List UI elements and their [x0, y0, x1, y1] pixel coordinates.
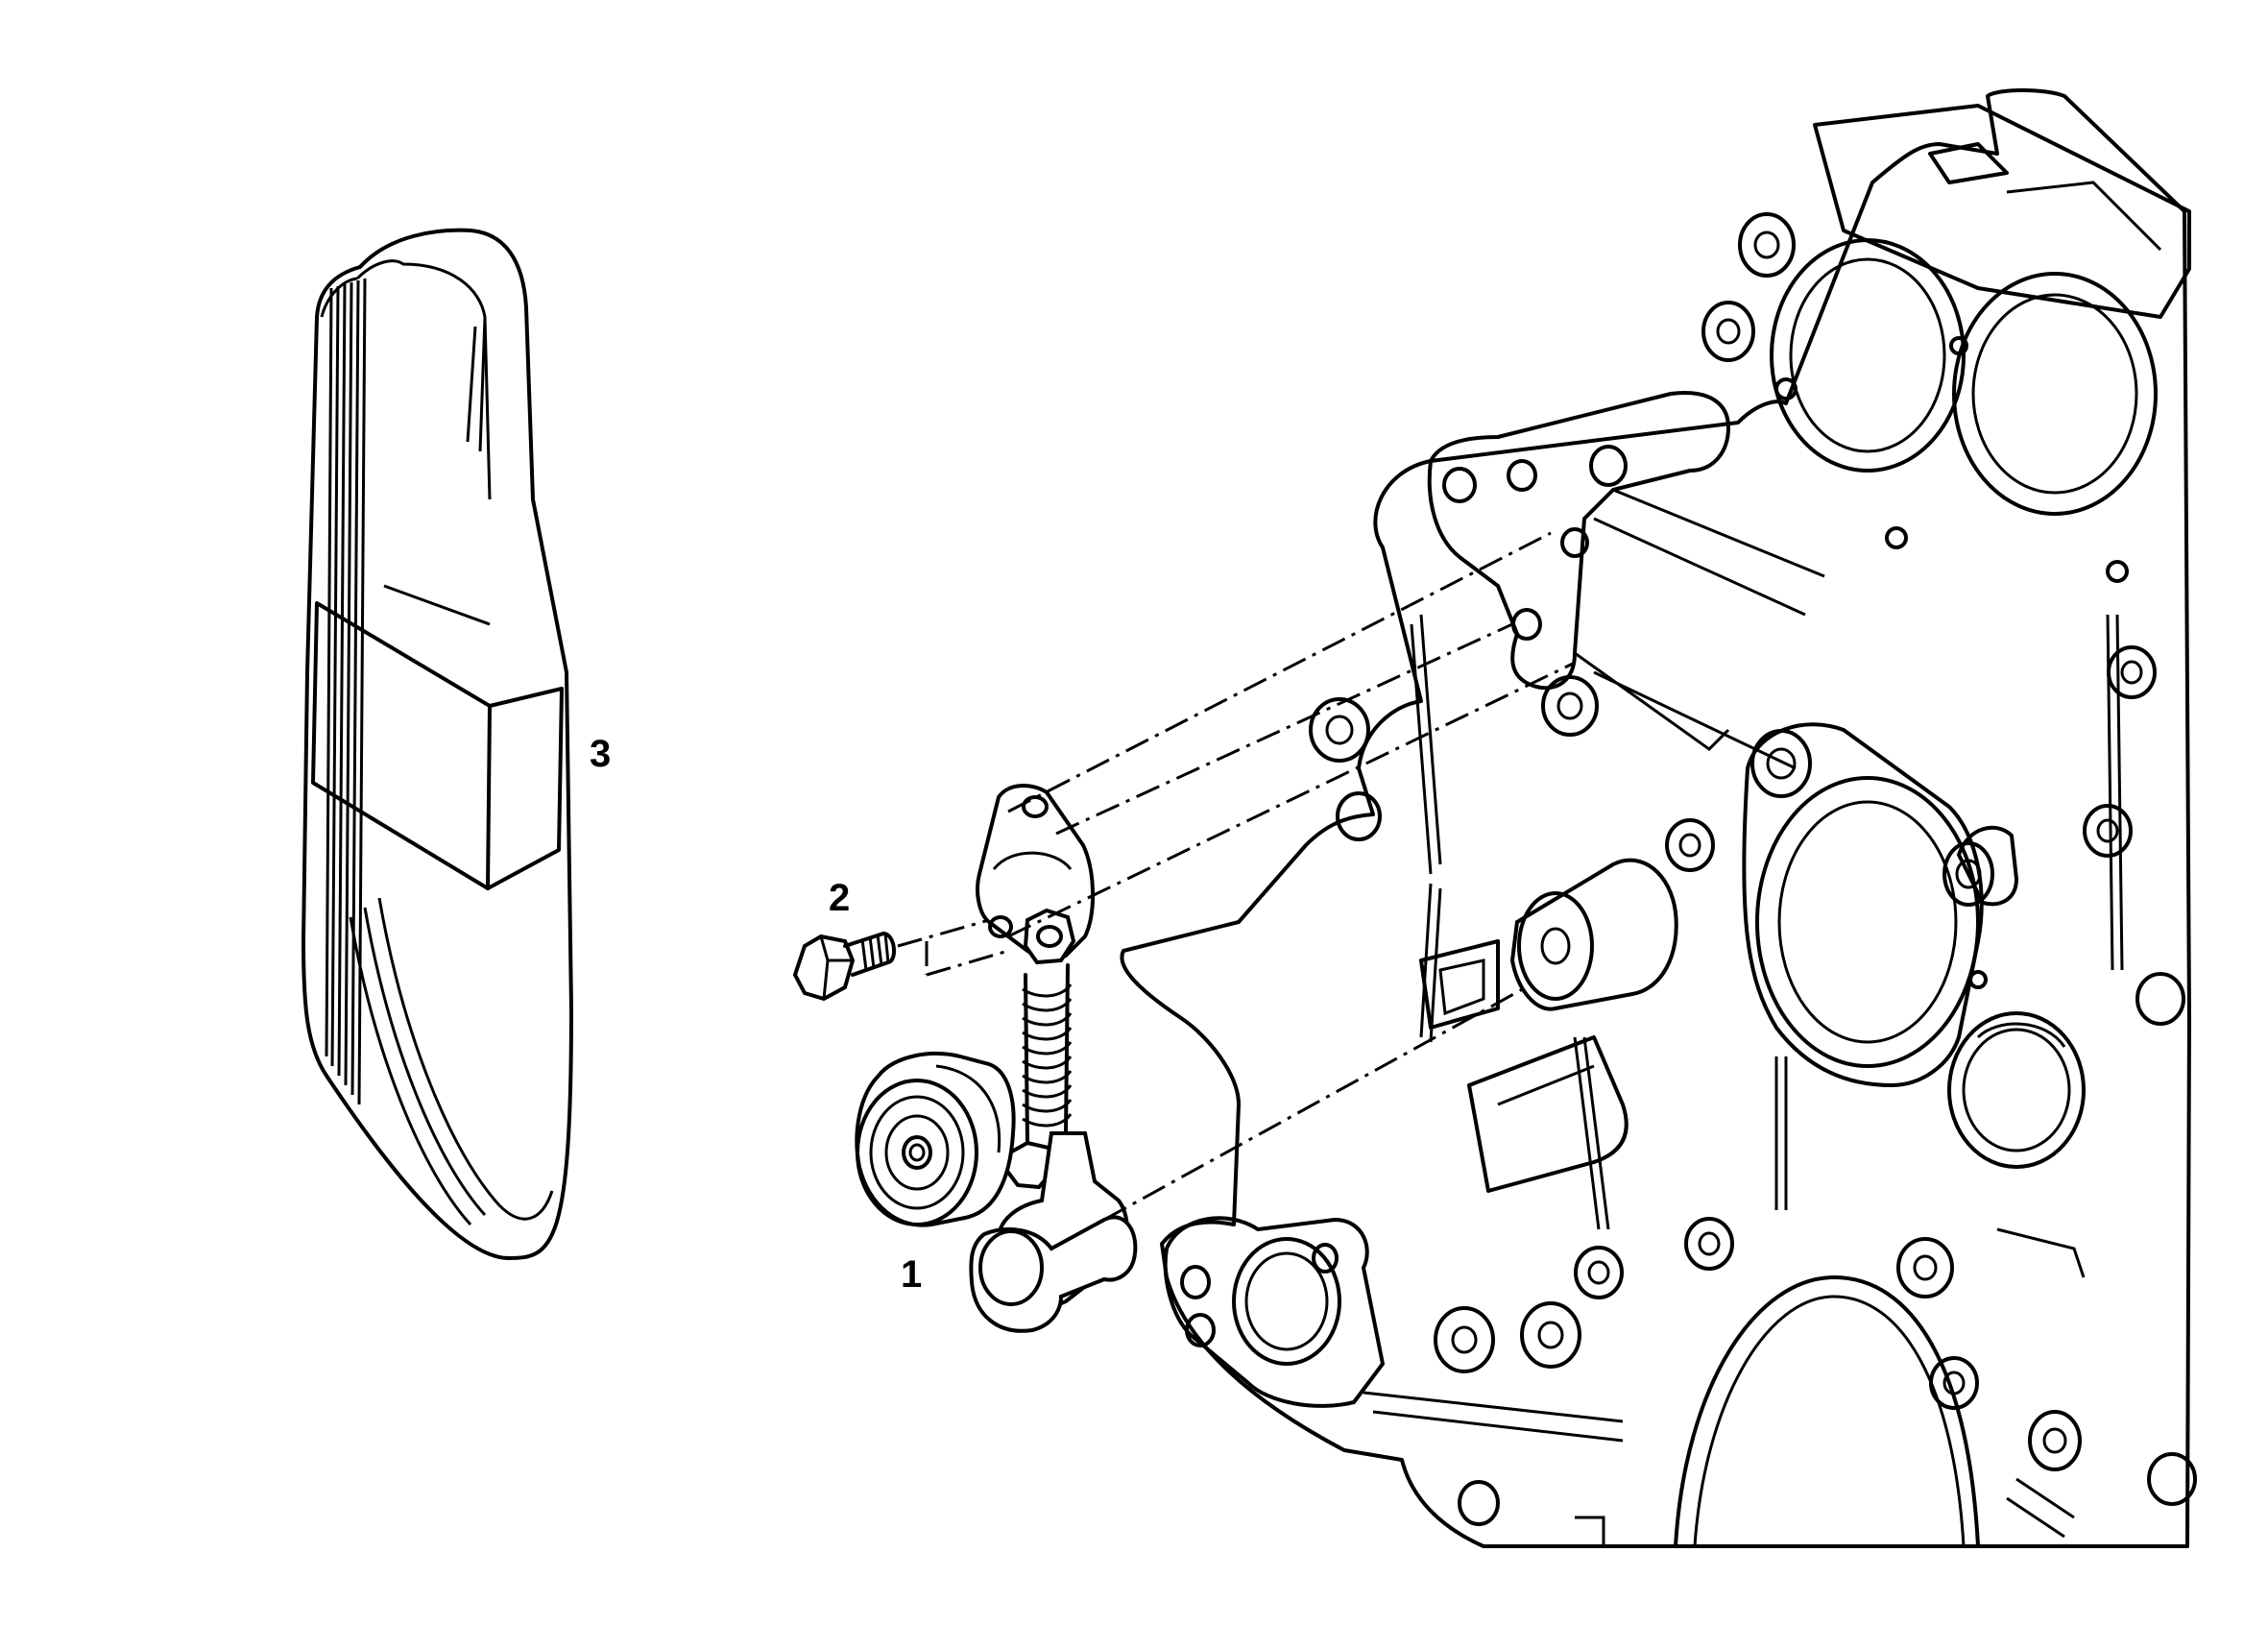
poly-v-belt	[302, 228, 573, 1260]
tensioner-spring	[1022, 963, 1073, 1145]
belt-tensioner-assembly	[855, 531, 1576, 1333]
bolt-label: 2	[829, 877, 850, 919]
tensioner-label: 1	[901, 1253, 922, 1296]
engine-timing-cover	[1120, 88, 2197, 1548]
bolt	[792, 918, 990, 1002]
idler-pulley	[855, 1052, 1016, 1227]
belt-label: 3	[590, 733, 611, 775]
